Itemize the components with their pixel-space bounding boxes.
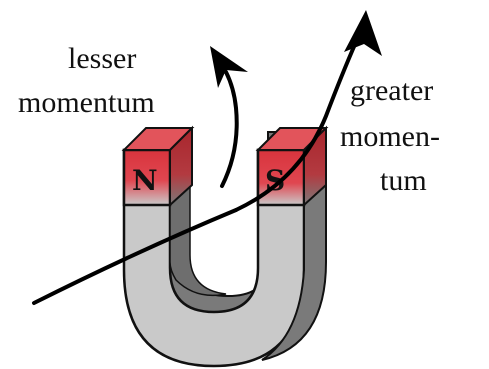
greater-momentum-arrowhead [344,10,382,56]
north-pole [121,125,195,208]
lesser-momentum-path [220,70,239,188]
north-pole-label: N [132,164,158,197]
trajectories [32,10,382,305]
greater-label-line3: tum [380,164,427,197]
greater-momentum-path [234,40,358,212]
lesser-label-line1: lesser [68,42,136,75]
greater-label-line1: greater [350,74,433,107]
lesser-momentum-arrowhead [210,46,248,88]
lesser-label-line2: momentum [18,86,155,119]
incoming-path [32,208,238,305]
greater-label-line2: momen- [340,120,440,153]
magnet: N S [121,125,329,368]
